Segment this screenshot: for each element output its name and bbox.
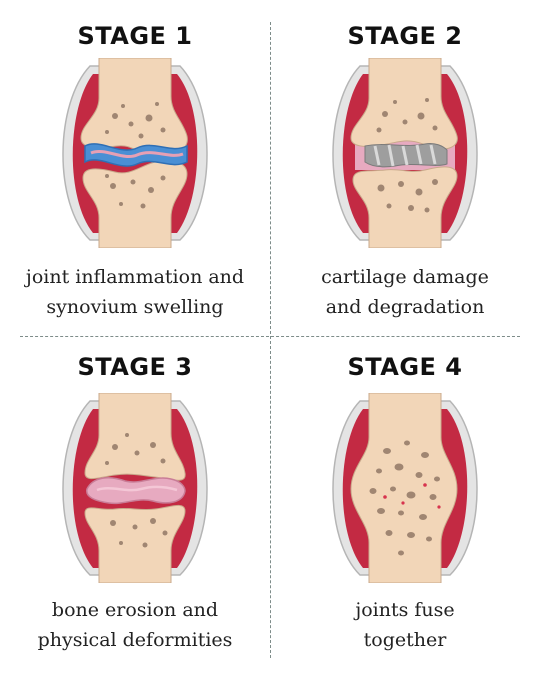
stage-3-caption-line-2: physical deformities bbox=[37, 629, 233, 651]
stage-2-panel: STAGE 2 cartilage damage and degradation bbox=[270, 0, 540, 337]
horizontal-divider bbox=[20, 336, 520, 337]
stage-3-title: STAGE 3 bbox=[77, 353, 193, 381]
stage-1-panel: STAGE 1 joint inflammation and synovium … bbox=[0, 0, 270, 337]
stage-1-caption-line-1: joint inflammation and bbox=[25, 266, 245, 288]
stage-4-panel: STAGE 4 joints fuse together bbox=[270, 337, 540, 674]
stage-1-caption-line-2: synovium swelling bbox=[46, 296, 224, 318]
stage-3-joint-illustration bbox=[62, 393, 208, 583]
stage-1-title: STAGE 1 bbox=[77, 22, 193, 50]
stage-3-caption-line-1: bone erosion and bbox=[51, 599, 219, 621]
stage-4-title: STAGE 4 bbox=[347, 353, 463, 381]
stage-1-joint-illustration bbox=[62, 58, 208, 248]
stage-2-joint-illustration bbox=[332, 58, 478, 248]
stage-4-caption-line-1: joints fuse bbox=[355, 599, 455, 621]
stage-2-caption: cartilage damage and degradation bbox=[270, 262, 540, 322]
stage-3-caption: bone erosion and physical deformities bbox=[0, 595, 270, 655]
stage-4-caption: joints fuse together bbox=[270, 595, 540, 655]
stage-4-joint-illustration bbox=[332, 393, 478, 583]
stage-1-caption: joint inflammation and synovium swelling bbox=[0, 262, 270, 322]
stage-4-caption-line-2: together bbox=[363, 629, 447, 651]
stage-2-caption-line-2: and degradation bbox=[325, 296, 485, 318]
stage-2-title: STAGE 2 bbox=[347, 22, 463, 50]
vertical-divider bbox=[270, 22, 271, 658]
stage-3-panel: STAGE 3 bone erosion and physical deform… bbox=[0, 337, 270, 674]
stage-2-caption-line-1: cartilage damage bbox=[321, 266, 489, 288]
